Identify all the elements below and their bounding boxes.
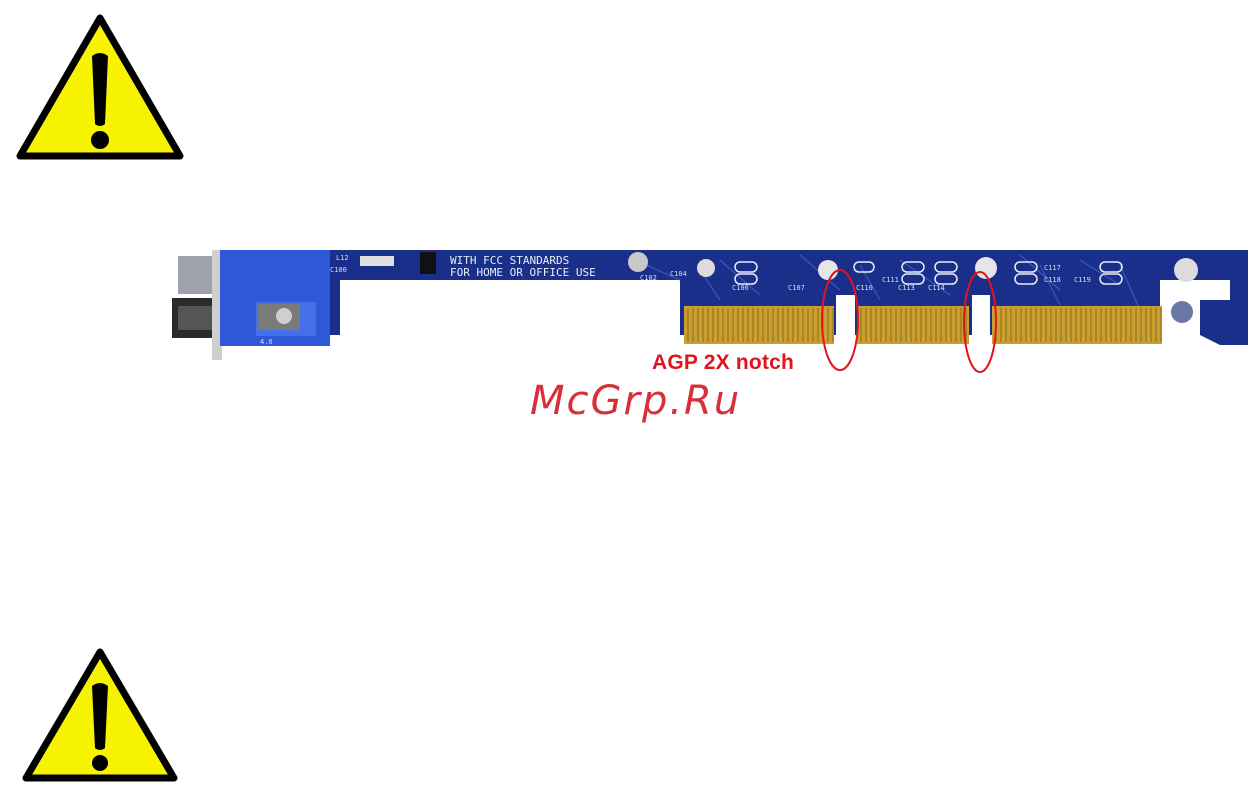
notch-label: AGP 2X notch [652,351,794,375]
watermark: McGrp.Ru [530,378,741,424]
component-label: C110 [856,284,873,292]
component-label: C119 [1074,276,1091,284]
component-label: C107 [788,284,805,292]
warning-icon [14,12,186,164]
component-label: C102 [640,274,657,282]
component-label: C100 [330,266,347,274]
component-label: C104 [670,270,687,278]
component-label: C106 [732,284,749,292]
component-label: L12 [336,254,349,262]
component-label: C113 [898,284,915,292]
component-label: C117 [1044,264,1061,272]
gold-fingers [684,306,1162,344]
component-label: 4.0 [260,338,273,346]
silkscreen-line-2: FOR HOME OR OFFICE USE [450,266,596,279]
warning-icon [20,646,180,786]
component-label: C114 [928,284,945,292]
component-label: C111 [882,276,899,284]
component-label: C118 [1044,276,1061,284]
